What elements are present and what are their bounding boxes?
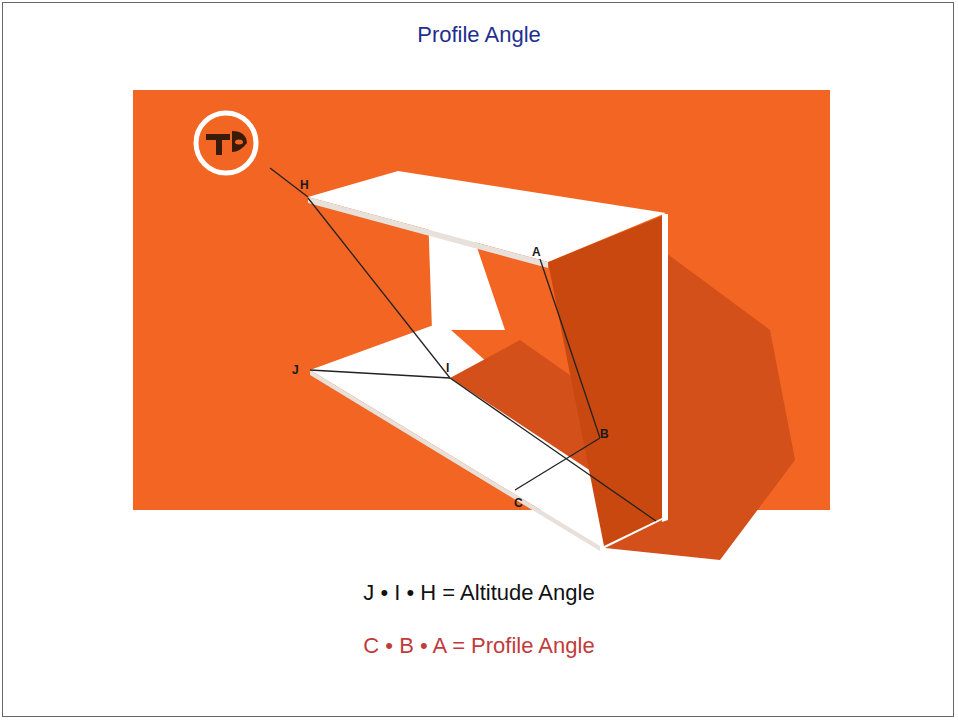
- wall-edge: [662, 214, 668, 522]
- eye: [235, 140, 243, 145]
- point-label: A: [532, 245, 541, 259]
- point-label: J: [292, 363, 299, 377]
- point-label: B: [600, 427, 609, 441]
- line-a-b: [540, 259, 600, 438]
- face: [232, 131, 247, 152]
- angle-lines: [270, 168, 656, 521]
- point-label: C: [514, 496, 523, 510]
- slide-title: Profile Angle: [0, 22, 958, 48]
- eye-icon-ring: [196, 113, 256, 173]
- ray-to-eye: [270, 168, 308, 197]
- wall-inner-face: [548, 216, 662, 546]
- profile-formula: C • B • A = Profile Angle: [0, 633, 958, 659]
- line-j-i: [310, 370, 450, 378]
- point-label: H: [300, 178, 309, 192]
- eye-icon: [206, 131, 247, 155]
- point-label: I: [446, 361, 449, 375]
- altitude-formula: J • I • H = Altitude Angle: [0, 580, 958, 606]
- line-b-c: [515, 438, 600, 490]
- top-plate-edge: [308, 197, 548, 268]
- sun-ray-h: [308, 198, 450, 378]
- brow-nose: [206, 134, 230, 155]
- shadow-line: [450, 378, 656, 521]
